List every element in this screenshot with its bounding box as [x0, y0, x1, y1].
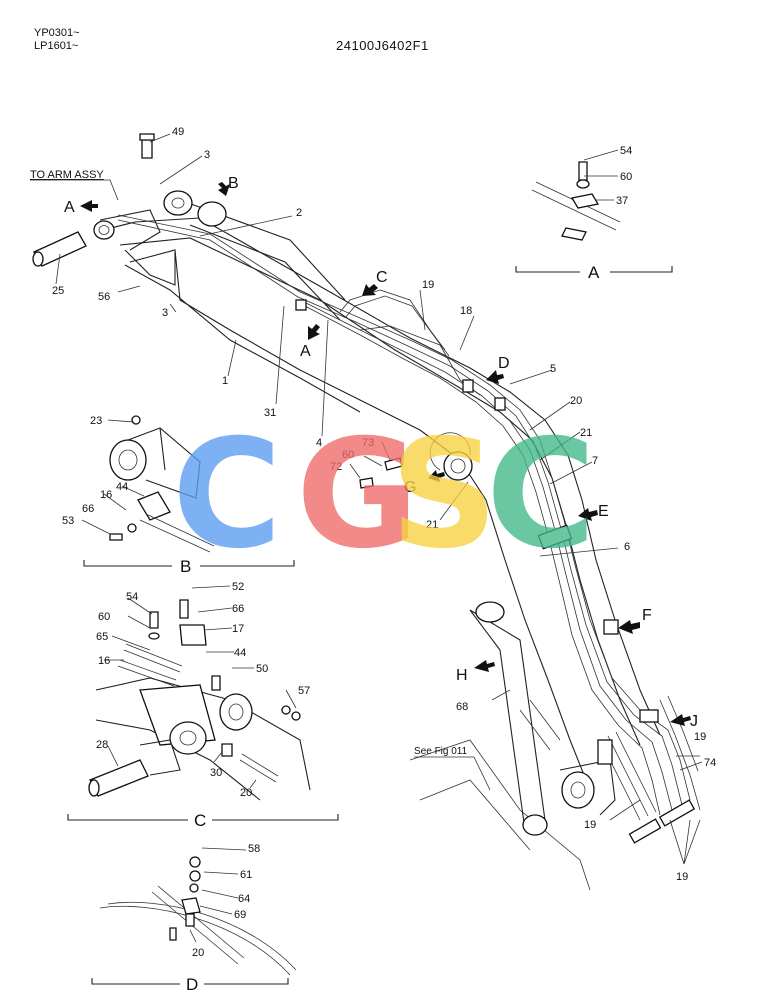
detail-a-title: A: [588, 263, 600, 282]
callout-56: 56: [98, 291, 110, 303]
leader-lines: [55, 133, 703, 943]
callout-60-c: 60: [98, 611, 110, 623]
hydraulic-lines: [117, 214, 701, 844]
watermark-letter-g: G: [296, 408, 419, 582]
callout-52: 52: [232, 581, 244, 593]
callout-19-right: 19: [694, 731, 706, 743]
callout-44-c: 44: [234, 647, 246, 659]
callout-57: 57: [298, 685, 310, 697]
callout-7: 7: [592, 455, 598, 467]
callout-30: 30: [210, 767, 222, 779]
view-arrows: [80, 182, 691, 726]
callout-69: 69: [234, 909, 246, 921]
view-letter-g: G: [404, 479, 416, 496]
view-letter-j: J: [690, 713, 698, 730]
watermark-logo: C G S C: [172, 408, 596, 582]
callout-44-b: 44: [116, 481, 128, 493]
drawing-number: 24100J6402F1: [336, 38, 429, 53]
callout-72: 72: [330, 461, 342, 473]
detail-view-d: [91, 856, 297, 985]
callout-3-top: 3: [204, 149, 210, 161]
callout-21-upper: 21: [580, 427, 592, 439]
callout-16-c: 16: [98, 655, 110, 667]
callout-74: 74: [704, 757, 716, 769]
watermark-letter-c2: C: [486, 408, 596, 582]
detail-b-title: B: [180, 557, 191, 576]
callout-19-bottom: 19: [676, 871, 688, 883]
callout-4: 4: [316, 437, 322, 449]
serial-range-1: YP0301~: [34, 27, 80, 39]
callout-65: 65: [96, 631, 108, 643]
view-letter-e: E: [598, 503, 609, 520]
callout-66-b: 66: [82, 503, 94, 515]
callout-6: 6: [624, 541, 630, 553]
watermark-letter-s: S: [390, 408, 498, 582]
callout-61: 61: [240, 869, 252, 881]
callout-25: 25: [52, 285, 64, 297]
callout-2: 2: [296, 207, 302, 219]
callout-50: 50: [256, 663, 268, 675]
watermark-letter-c1: C: [172, 408, 282, 582]
view-letter-h: H: [456, 667, 468, 684]
detail-view-c: [67, 599, 339, 821]
callout-54-a: 54: [620, 145, 632, 157]
view-letter-c: C: [376, 269, 388, 286]
detail-view-a: [515, 161, 673, 273]
detail-d-title: D: [186, 975, 198, 994]
callout-labels: 49 3 2 25 56 3 1 31 4 19 18 5 20 21 7 21…: [52, 126, 716, 959]
callout-17: 17: [232, 623, 244, 635]
callout-66-c: 66: [232, 603, 244, 615]
view-letter-a-arm: A: [64, 199, 75, 216]
callout-37: 37: [616, 195, 628, 207]
callout-73: 73: [362, 437, 374, 449]
callout-23: 23: [90, 415, 102, 427]
callout-58: 58: [248, 843, 260, 855]
callout-20-d: 20: [192, 947, 204, 959]
callout-18: 18: [460, 305, 472, 317]
view-letters: A B C A D E G H F J A B C D: [64, 175, 698, 994]
view-letter-a-boom: A: [300, 343, 311, 360]
detail-c-title: C: [194, 811, 206, 830]
callout-54-c: 54: [126, 591, 138, 603]
note-to-arm-assy: TO ARM ASSY: [30, 169, 104, 181]
callout-3-lower: 3: [162, 307, 168, 319]
note-see-fig: See Fig 011: [414, 746, 468, 757]
callout-68: 68: [456, 701, 468, 713]
callout-20-c: 20: [240, 787, 252, 799]
boom-assembly: [32, 133, 661, 891]
callout-53: 53: [62, 515, 74, 527]
view-letter-f: F: [642, 607, 652, 624]
callout-28: 28: [96, 739, 108, 751]
serial-range-2: LP1601~: [34, 40, 79, 52]
callout-20-main: 20: [570, 395, 582, 407]
callout-49: 49: [172, 126, 184, 138]
callout-64: 64: [238, 893, 250, 905]
callout-19-top: 19: [422, 279, 434, 291]
callout-16-b: 16: [100, 489, 112, 501]
view-letter-b: B: [228, 175, 239, 192]
callout-21-lower: 21: [426, 519, 438, 531]
callout-60-main: 60: [342, 449, 354, 461]
detail-view-b: [83, 415, 295, 567]
callout-60-a: 60: [620, 171, 632, 183]
view-letter-d: D: [498, 355, 510, 372]
callout-19-bottom-left: 19: [584, 819, 596, 831]
callout-31: 31: [264, 407, 276, 419]
callout-1: 1: [222, 375, 228, 387]
callout-5: 5: [550, 363, 556, 375]
